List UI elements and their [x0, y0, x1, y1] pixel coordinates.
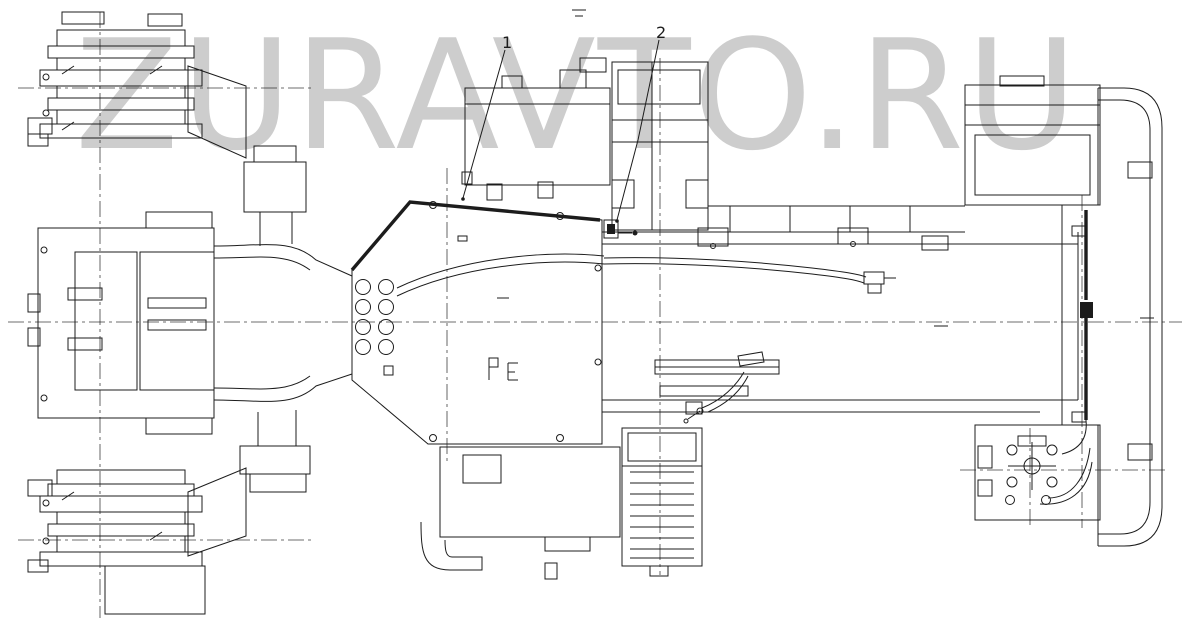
engine-block [611, 61, 709, 231]
plate-marking [488, 357, 518, 381]
bottom-equipment-box [420, 446, 621, 580]
callout-2-leader [616, 39, 660, 221]
callout-2-label: 2 [656, 23, 666, 42]
rear-assembly-top [964, 75, 1101, 206]
front-axle-housing [27, 211, 215, 435]
frame-neck [213, 145, 353, 493]
watermark-text: ZURAVTO.RU [75, 7, 1080, 184]
bracket-part-2 [603, 219, 638, 239]
radiator-block [621, 427, 703, 577]
front-axle-assembly-bottom [27, 467, 247, 615]
frame-rails [602, 205, 1154, 455]
centerlines [8, 12, 1182, 618]
callout-1: 1 [461, 33, 512, 201]
cable-harness [396, 253, 896, 424]
center-platform-plate [350, 171, 603, 445]
plate-holes [355, 279, 394, 355]
bumper-outline [1097, 87, 1163, 547]
callout-1-leader [462, 49, 506, 199]
callout-2: 2 [615, 23, 666, 223]
highlighted-edge-part-1 [350, 200, 601, 272]
front-axle-assembly-top [27, 11, 247, 159]
rear-mechanism-bottom [974, 424, 1101, 521]
callout-1-label: 1 [502, 33, 512, 52]
